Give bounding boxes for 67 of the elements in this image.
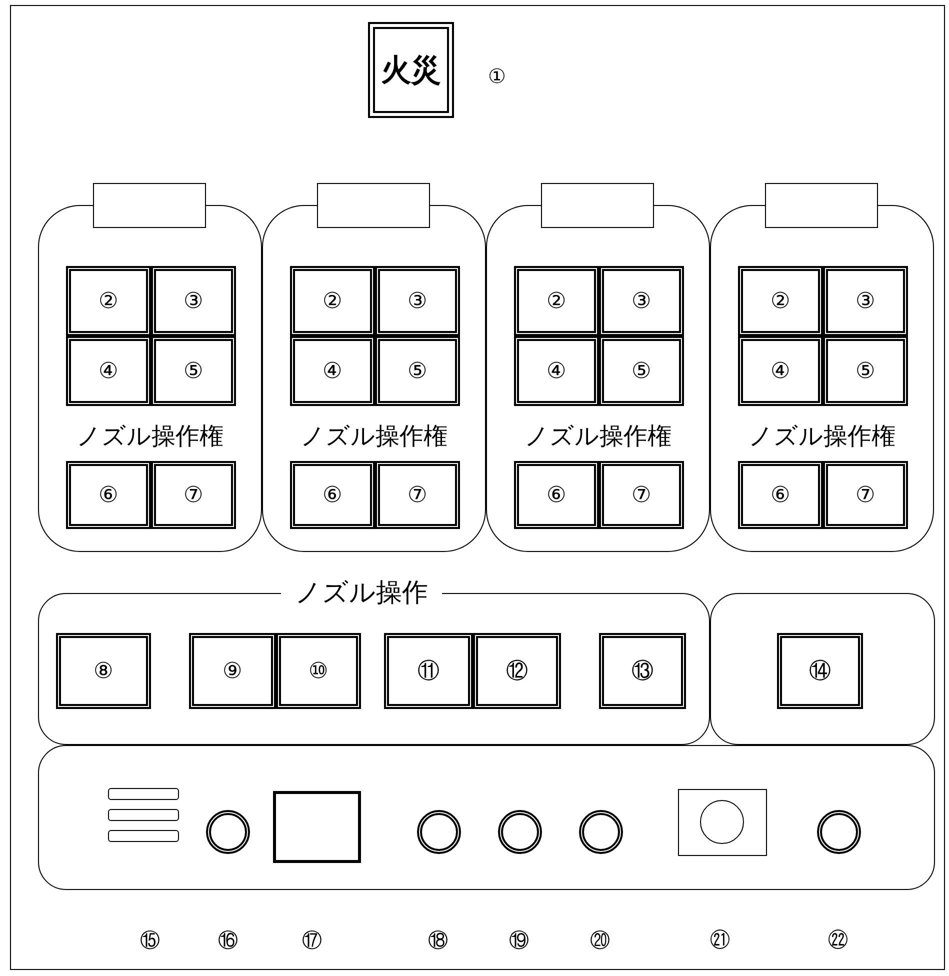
push-button: ⑤ <box>599 336 684 406</box>
round-button <box>579 810 623 854</box>
callout-number: ⑯ <box>218 930 238 950</box>
control-panel <box>710 593 935 745</box>
push-button: ⑥ <box>738 461 823 529</box>
label-tab <box>317 183 430 228</box>
push-button: ② <box>290 266 375 336</box>
push-button: ⑦ <box>151 461 236 529</box>
push-button: ② <box>66 266 151 336</box>
panel-heading: ノズル操作 <box>281 580 442 606</box>
push-button: ⑪ <box>384 633 473 709</box>
push-button: ⑦ <box>599 461 684 529</box>
callout-number: ⑳ <box>590 930 610 950</box>
push-button: ⑭ <box>777 633 863 709</box>
push-button: ⑧ <box>56 633 151 709</box>
push-button: ⑤ <box>151 336 236 406</box>
vent-slot <box>108 809 179 821</box>
callout-number: ⑰ <box>302 930 322 950</box>
round-button <box>498 810 542 854</box>
panel-label: ノズル操作権 <box>76 424 224 448</box>
push-button: ⑫ <box>473 633 561 709</box>
callout-number: ① <box>488 66 506 86</box>
round-button <box>417 810 461 854</box>
label-tab <box>93 183 206 228</box>
vent-slot <box>108 788 179 800</box>
push-button: ④ <box>66 336 151 406</box>
push-button: ③ <box>599 266 684 336</box>
callout-number: ⑱ <box>428 930 448 950</box>
push-button: ⑦ <box>823 461 908 529</box>
round-button <box>817 810 861 854</box>
callout-number: ⑲ <box>509 930 529 950</box>
switch-housing <box>678 789 767 856</box>
callout-number: ㉒ <box>828 930 848 950</box>
push-button: ② <box>738 266 823 336</box>
push-button: ⑬ <box>599 633 686 709</box>
control-panel <box>710 205 934 552</box>
push-button: ② <box>514 266 599 336</box>
push-button: ③ <box>151 266 236 336</box>
control-panel <box>38 745 935 890</box>
panel-label: ノズル操作権 <box>524 424 672 448</box>
panel-label: ノズル操作権 <box>748 424 896 448</box>
round-button <box>206 810 250 854</box>
push-button: ⑨ <box>189 633 276 709</box>
label-tab <box>765 183 878 228</box>
push-button: ⑩ <box>276 633 361 709</box>
push-button: ④ <box>514 336 599 406</box>
control-panel <box>486 205 710 552</box>
alarm-indicator: 火災 <box>368 22 454 118</box>
control-panel <box>38 205 262 552</box>
push-button: ⑥ <box>66 461 151 529</box>
push-button: ④ <box>738 336 823 406</box>
push-button: ⑤ <box>375 336 460 406</box>
control-panel <box>262 205 486 552</box>
panel-label: ノズル操作権 <box>300 424 448 448</box>
vent-slot <box>108 830 179 842</box>
callout-number: ⑮ <box>140 930 160 950</box>
display-window <box>273 791 361 863</box>
push-button: ④ <box>290 336 375 406</box>
push-button: ⑥ <box>290 461 375 529</box>
push-button: ⑤ <box>823 336 908 406</box>
callout-number: ㉑ <box>710 930 730 950</box>
label-tab <box>541 183 654 228</box>
push-button: ⑥ <box>514 461 599 529</box>
push-button: ③ <box>375 266 460 336</box>
knob <box>700 800 744 844</box>
push-button: ⑦ <box>375 461 460 529</box>
push-button: ③ <box>823 266 908 336</box>
